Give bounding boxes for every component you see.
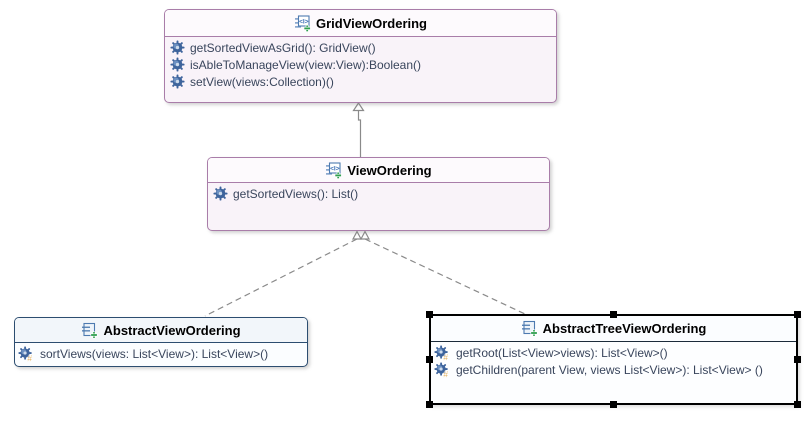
selection-handle[interactable] — [426, 356, 433, 363]
method-item[interactable]: isAbleToManageView(view:View):Boolean() — [170, 56, 554, 73]
method-item[interactable]: getSortedViews(): List() — [213, 185, 547, 202]
method-item[interactable]: sortViews(views: List<View>): List<View>… — [18, 345, 305, 362]
protected-method-gear-hash-icon — [434, 345, 451, 361]
method-label: setView(views:Collection)() — [190, 74, 334, 89]
method-item[interactable]: getSortedViewAsGrid(): GridView() — [170, 39, 554, 56]
class-icon — [81, 322, 98, 339]
method-label: getSortedViews(): List() — [233, 186, 359, 201]
class-box-abstracttreeviewordering[interactable]: AbstractTreeViewOrdering getRoot(List<Vi… — [429, 314, 798, 405]
class-header[interactable]: AbstractViewOrdering — [15, 318, 307, 343]
method-label: getChildren(parent View, views List<View… — [456, 362, 763, 377]
selection-handle[interactable] — [426, 311, 433, 318]
methods-compartment: getRoot(List<View>views): List<View>() g… — [431, 342, 796, 403]
realization-arrowhead-right-icon — [360, 230, 370, 240]
method-item[interactable]: getRoot(List<View>views): List<View>() — [434, 344, 794, 361]
class-icon — [521, 320, 538, 337]
selection-handle[interactable] — [610, 401, 617, 408]
method-label: sortViews(views: List<View>): List<View>… — [40, 346, 269, 361]
class-header[interactable]: AbstractTreeViewOrdering — [431, 316, 796, 342]
interface-icon — [325, 162, 342, 179]
methods-compartment: getSortedViewAsGrid(): GridView() isAble… — [165, 37, 556, 102]
class-title: AbstractViewOrdering — [103, 322, 241, 338]
realization-line-left[interactable] — [204, 238, 358, 317]
class-header[interactable]: GridViewOrdering — [165, 10, 556, 37]
class-box-abstractviewordering[interactable]: AbstractViewOrdering sortViews(views: Li… — [14, 317, 308, 367]
selection-handle[interactable] — [794, 356, 801, 363]
class-box-viewordering[interactable]: ViewOrdering getSortedViews(): List() — [207, 157, 550, 231]
selection-handle[interactable] — [794, 401, 801, 408]
method-label: isAbleToManageView(view:View):Boolean() — [190, 57, 422, 72]
realization-line-right[interactable] — [364, 238, 526, 315]
method-label: getSortedViewAsGrid(): GridView() — [190, 40, 376, 55]
method-item[interactable]: getChildren(parent View, views List<View… — [434, 361, 794, 378]
class-header[interactable]: ViewOrdering — [208, 158, 549, 183]
class-title: GridViewOrdering — [315, 15, 427, 31]
public-method-gear-icon — [170, 57, 185, 72]
protected-method-gear-hash-icon — [18, 346, 35, 362]
methods-compartment: getSortedViews(): List() — [208, 183, 549, 230]
public-method-gear-icon — [213, 186, 228, 201]
generalization-line[interactable] — [357, 110, 362, 157]
method-item[interactable]: setView(views:Collection)() — [170, 73, 554, 90]
interface-icon — [294, 15, 311, 32]
method-label: getRoot(List<View>views): List<View>() — [456, 345, 668, 360]
class-title: AbstractTreeViewOrdering — [542, 321, 707, 336]
methods-compartment: sortViews(views: List<View>): List<View>… — [15, 343, 307, 366]
protected-method-gear-hash-icon — [434, 362, 451, 378]
public-method-gear-icon — [170, 40, 185, 55]
class-box-gridviewordering[interactable]: GridViewOrdering getSortedViewAsGrid(): … — [164, 9, 557, 103]
selection-handle[interactable] — [794, 311, 801, 318]
public-method-gear-icon — [170, 74, 185, 89]
selection-handle[interactable] — [426, 401, 433, 408]
class-title: ViewOrdering — [347, 162, 432, 178]
selection-handle[interactable] — [610, 311, 617, 318]
realization-arrowhead-left-icon — [352, 230, 362, 240]
generalization-arrowhead-icon — [352, 101, 365, 112]
